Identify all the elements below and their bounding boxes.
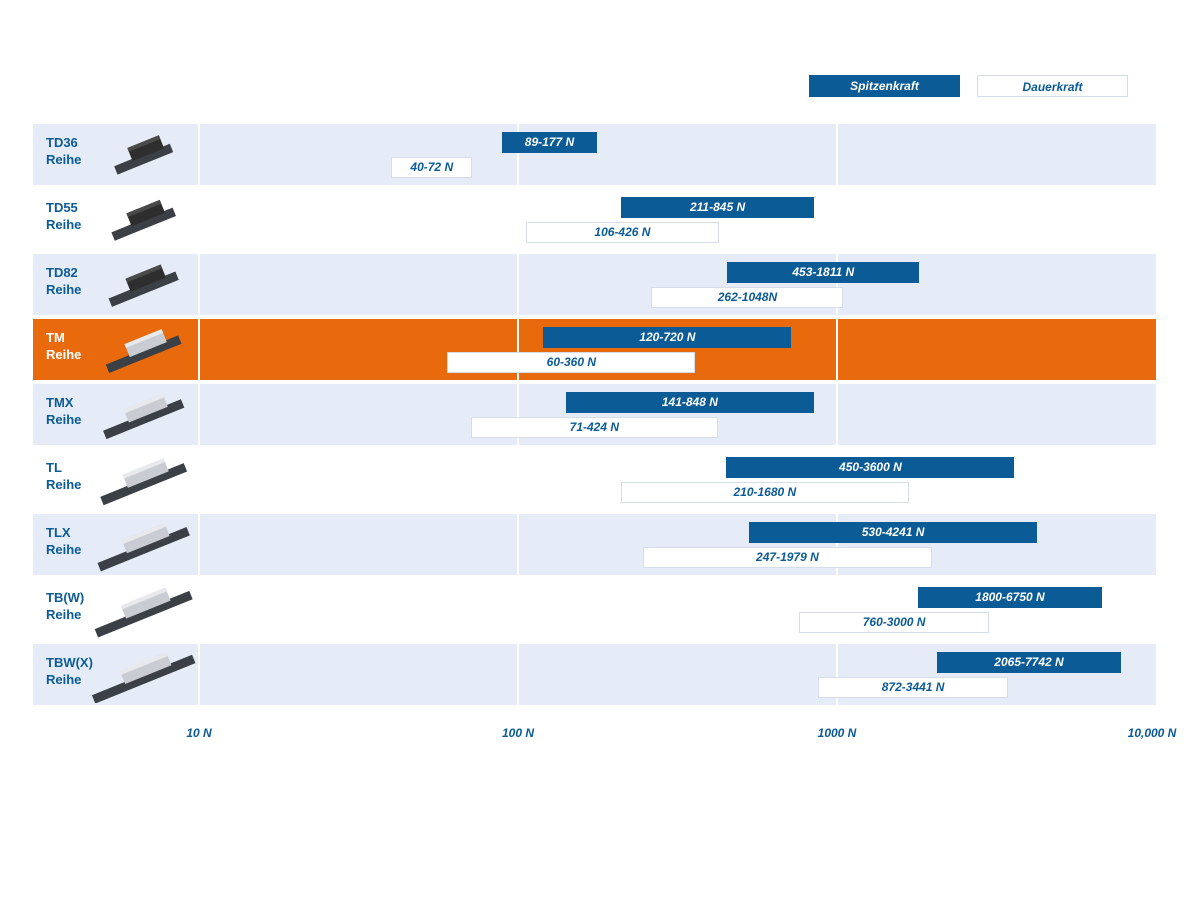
series-name: TD55 [46, 200, 78, 215]
bar-continuous [447, 352, 696, 373]
series-name: TBW(X) [46, 655, 93, 670]
bar-peak-label: 450-3600 N [839, 460, 902, 474]
linear-motor-tbwx-icon [86, 647, 198, 704]
series-sub: Reihe [46, 477, 82, 492]
row-band [33, 254, 1156, 315]
linear-motor-td36-icon [86, 127, 198, 183]
bar-continuous [470, 417, 719, 438]
bar-peak-label: 530-4241 N [861, 525, 925, 539]
bar-peak [727, 262, 920, 283]
gridline [836, 124, 838, 705]
bar-peak-label: 141-848 N [661, 395, 718, 409]
series-sub: Reihe [46, 217, 82, 232]
linear-motor-td82-icon [86, 257, 198, 313]
series-name: TL [46, 460, 62, 475]
x-tick-label: 10 N [186, 726, 212, 740]
row-label: TL Reihe [46, 459, 116, 493]
series-sub: Reihe [46, 542, 82, 557]
legend-continuous: Dauerkraft [977, 75, 1128, 97]
bar-peak [543, 327, 792, 348]
row-label: TBW(X) Reihe [46, 654, 116, 688]
gridline [198, 124, 200, 705]
bar-continuous-label: 106-426 N [594, 225, 651, 239]
bar-peak-label: 453-1811 N [792, 265, 855, 279]
bar-continuous-label: 40-72 N [410, 160, 454, 174]
x-tick-label: 1000 N [817, 726, 857, 740]
series-sub: Reihe [46, 672, 82, 687]
bar-continuous [526, 222, 719, 243]
bar-peak-label: 2065-7742 N [994, 655, 1064, 669]
bar-peak-label: 211-845 N [689, 200, 746, 214]
bar-peak [726, 457, 1015, 478]
bar-continuous-label: 760-3000 N [862, 615, 926, 629]
series-name: TLX [46, 525, 71, 540]
row-label: TMX Reihe [46, 394, 116, 428]
row-label: TLX Reihe [46, 524, 116, 558]
linear-motor-tlx-icon [86, 517, 198, 573]
legend-peak: Spitzenkraft [809, 75, 960, 97]
bar-continuous [643, 547, 932, 568]
linear-motor-td55-icon [86, 192, 198, 248]
bar-peak-label: 120-720 N [639, 330, 696, 344]
bar-peak [565, 392, 815, 413]
row-label: TB(W) Reihe [46, 589, 116, 623]
bar-continuous-label: 71-424 N [569, 420, 620, 434]
series-sub: Reihe [46, 152, 82, 167]
bar-peak [749, 522, 1038, 543]
series-name: TD82 [46, 265, 78, 280]
bar-continuous-label: 210-1680 N [733, 485, 797, 499]
bar-peak [501, 132, 598, 153]
bar-continuous-label: 60-360 N [546, 355, 597, 369]
x-tick-label: 100 N [501, 726, 535, 740]
bar-continuous [391, 157, 473, 178]
bar-continuous-label: 262-1048N [717, 290, 778, 304]
series-sub: Reihe [46, 347, 82, 362]
bar-continuous-label: 872-3441 N [881, 680, 945, 694]
series-name: TM [46, 330, 65, 345]
series-name: TD36 [46, 135, 78, 150]
bar-peak-label: 1800-6750 N [975, 590, 1045, 604]
linear-motor-tm-icon [86, 322, 198, 378]
bar-peak-label: 89-177 N [524, 135, 575, 149]
series-sub: Reihe [46, 282, 82, 297]
bar-continuous [651, 287, 844, 308]
linear-motor-tl-icon [86, 452, 198, 508]
linear-motor-tmx-icon [86, 387, 198, 443]
series-sub: Reihe [46, 607, 82, 622]
gridline [517, 124, 519, 705]
bar-continuous [620, 482, 909, 503]
linear-motor-tbw-icon [86, 582, 198, 638]
series-name: TB(W) [46, 590, 85, 605]
bar-continuous-label: 247-1979 N [756, 550, 819, 564]
bar-peak [937, 652, 1121, 673]
row-label: TM Reihe [46, 329, 116, 363]
bar-peak [621, 197, 814, 218]
x-tick-label: 10,000 N [1127, 726, 1177, 740]
series-sub: Reihe [46, 412, 82, 427]
series-name: TMX [46, 395, 74, 410]
bar-peak [918, 587, 1102, 608]
bar-continuous [798, 612, 990, 633]
bar-continuous [818, 677, 1009, 698]
